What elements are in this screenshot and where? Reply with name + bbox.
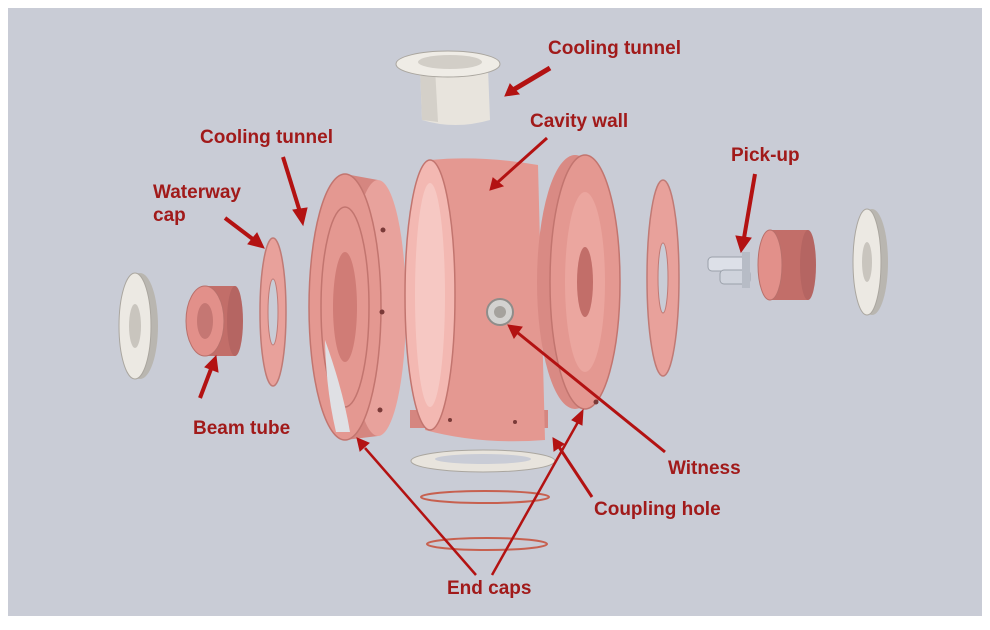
label-cooling-tunnel-top: Cooling tunnel	[548, 38, 681, 59]
right-beam-tube	[757, 229, 816, 301]
label-cavity-wall: Cavity wall	[530, 111, 629, 132]
bottom-steel-ring	[410, 449, 556, 473]
pick-up-part	[707, 252, 751, 288]
right-half-cell	[537, 154, 621, 410]
arrow-coupling-hole	[557, 446, 594, 498]
arrowhead-end-caps-left	[356, 437, 370, 452]
arrowhead-cooling-tunnel-left	[292, 207, 308, 227]
arrow-waterway-cap	[223, 216, 256, 242]
arrow-witness	[517, 331, 666, 454]
right-end-flange	[852, 208, 888, 316]
label-witness: Witness	[668, 458, 741, 479]
arrowhead-cavity-wall	[489, 177, 505, 191]
arrow-end-caps-left	[364, 447, 477, 576]
arrow-end-caps-right	[490, 421, 580, 576]
label-cooling-tunnel-left: Cooling tunnel	[200, 127, 333, 148]
waterway-cap-ring	[259, 237, 287, 387]
cavity-wall	[404, 158, 548, 442]
arrowhead-pick-up	[735, 235, 752, 254]
arrowhead-end-caps-right	[571, 408, 584, 426]
arrowhead-cooling-tunnel-top	[504, 83, 520, 97]
arrow-cooling-tunnel-top	[511, 65, 552, 93]
callout-arrows	[198, 65, 757, 576]
label-waterway-cap: Waterway cap	[153, 182, 241, 226]
left-end-flange	[118, 272, 158, 380]
arrow-cooling-tunnel-left	[281, 156, 302, 213]
label-end-caps: End caps	[447, 578, 532, 599]
label-beam-tube: Beam tube	[193, 418, 291, 439]
arrow-beam-tube	[198, 368, 213, 399]
arrowhead-beam-tube	[204, 354, 219, 373]
arrowhead-coupling-hole	[552, 437, 565, 452]
top-cooling-tunnel	[395, 50, 501, 125]
right-waterway-ring	[646, 179, 680, 377]
left-half-cell	[308, 173, 406, 441]
label-pick-up: Pick-up	[731, 145, 800, 166]
arrowhead-waterway-cap	[247, 232, 265, 249]
label-coupling-hole: Coupling hole	[594, 499, 721, 520]
arrowhead-witness	[507, 324, 523, 339]
end-cap-shims	[420, 490, 550, 551]
left-beam-tube	[185, 285, 243, 357]
arrow-cavity-wall	[496, 136, 549, 184]
arrow-pick-up	[742, 173, 757, 239]
